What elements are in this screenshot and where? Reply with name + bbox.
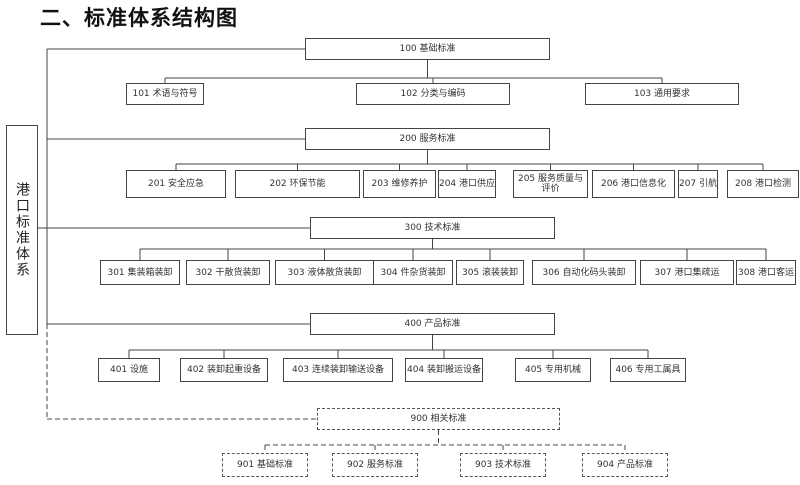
item-box: 406 专用工属具: [610, 358, 686, 382]
group-box-900: 900 相关标准: [317, 408, 560, 430]
item-box: 208 港口检测: [727, 170, 799, 198]
item-box: 103 通用要求: [585, 83, 739, 105]
group-box-300: 300 技术标准: [310, 217, 555, 239]
item-box: 402 装卸起重设备: [180, 358, 268, 382]
item-box: 306 自动化码头装卸: [532, 260, 636, 285]
item-box: 205 服务质量与评价: [513, 170, 588, 198]
item-box: 203 维修养护: [363, 170, 436, 198]
item-box: 405 专用机械: [515, 358, 591, 382]
page-title: 二、标准体系结构图: [40, 6, 238, 30]
root-box: 港口标准体系: [6, 125, 38, 335]
item-box: 308 港口客运: [736, 260, 796, 285]
item-box: 901 基础标准: [222, 453, 308, 477]
item-box: 201 安全应急: [126, 170, 226, 198]
item-box: 902 服务标准: [332, 453, 418, 477]
item-box: 904 产品标准: [582, 453, 668, 477]
item-box: 903 技术标准: [460, 453, 546, 477]
item-box: 101 术语与符号: [126, 83, 204, 105]
item-box: 401 设施: [98, 358, 160, 382]
group-box-400: 400 产品标准: [310, 313, 555, 335]
item-box: 302 干散货装卸: [186, 260, 270, 285]
item-box: 307 港口集疏运: [640, 260, 734, 285]
item-box: 204 港口供应: [438, 170, 496, 198]
item-box: 304 件杂货装卸: [373, 260, 453, 285]
item-box: 207 引航: [678, 170, 718, 198]
group-box-100: 100 基础标准: [305, 38, 550, 60]
item-box: 206 港口信息化: [592, 170, 675, 198]
item-box: 202 环保节能: [235, 170, 360, 198]
group-box-200: 200 服务标准: [305, 128, 550, 150]
item-box: 403 连续装卸输送设备: [283, 358, 393, 382]
item-box: 102 分类与编码: [356, 83, 510, 105]
item-box: 404 装卸搬运设备: [405, 358, 483, 382]
root-label: 港口标准体系: [14, 182, 30, 278]
item-box: 301 集装箱装卸: [100, 260, 180, 285]
item-box: 305 滚装装卸: [456, 260, 524, 285]
item-box: 303 液体散货装卸: [275, 260, 374, 285]
